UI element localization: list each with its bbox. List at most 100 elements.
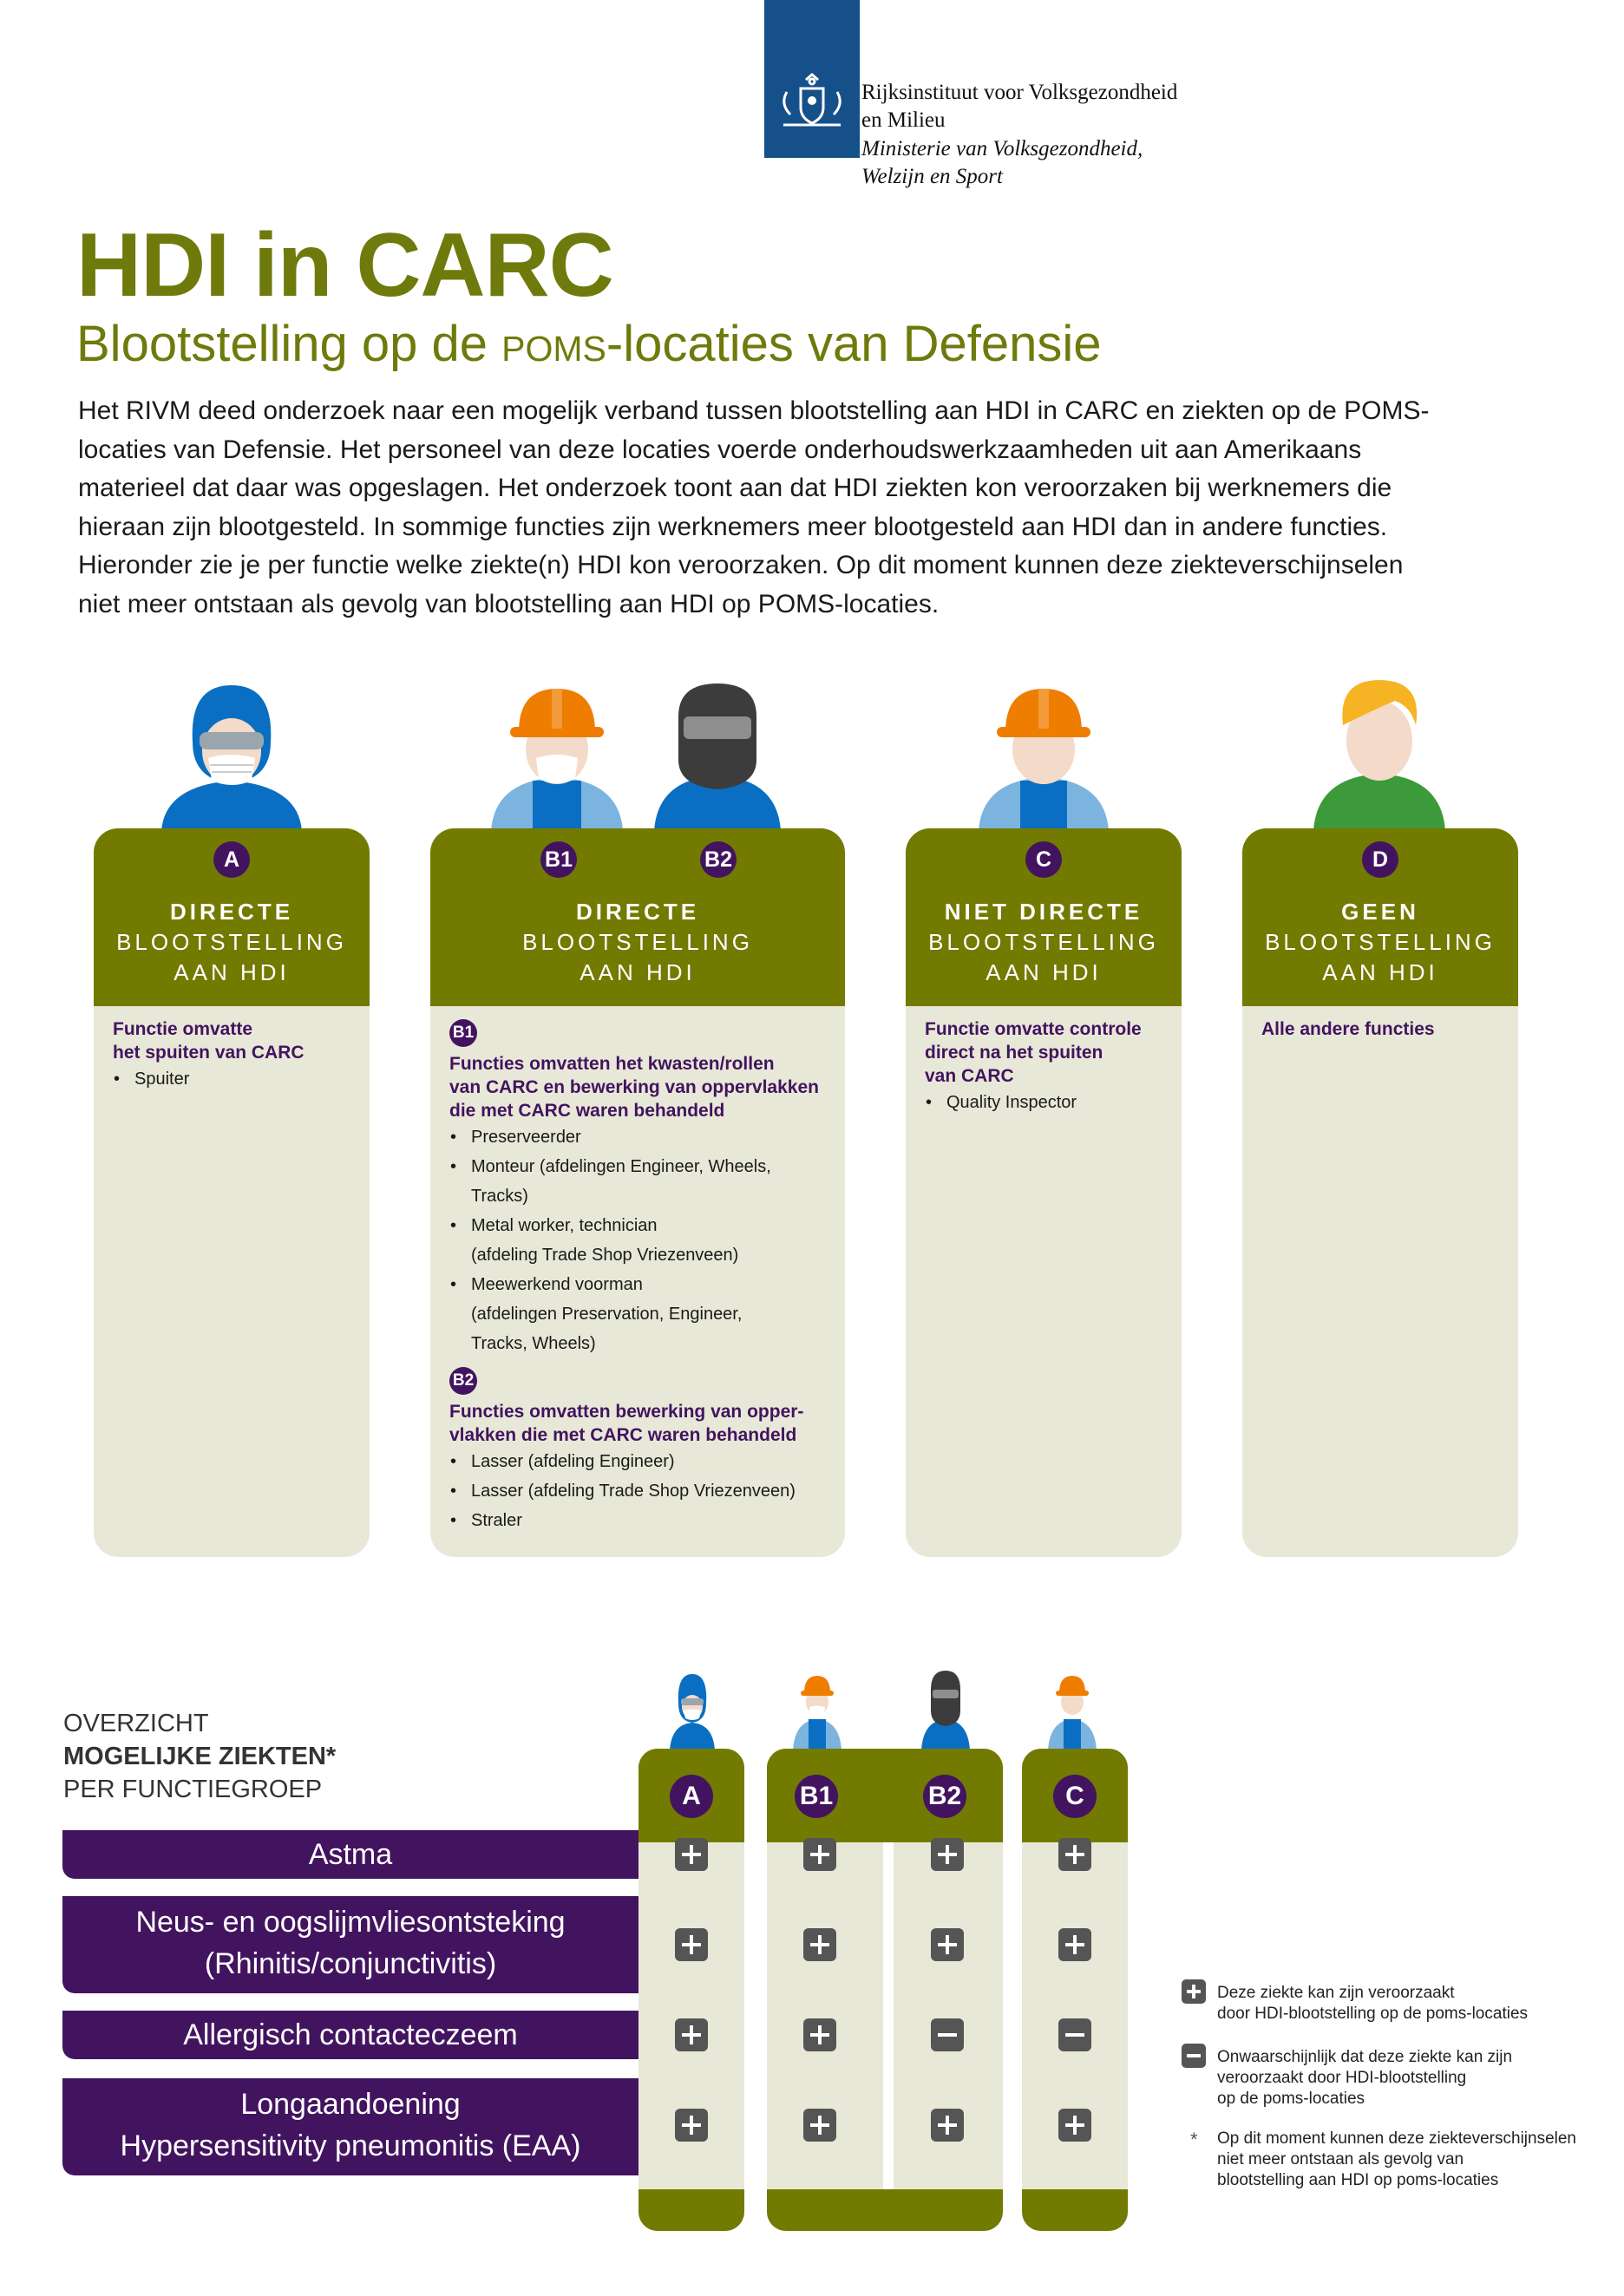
legend-minus-icon bbox=[1182, 2044, 1206, 2068]
card-group-c: C NIET DIRECTE BLOOTSTELLING AAN HDI Fun… bbox=[906, 828, 1182, 1557]
column-b-footer bbox=[767, 2189, 1003, 2231]
row-label-text: Astma bbox=[308, 1838, 393, 1871]
list-item-sub: (afdelingen Preservation, Engineer, bbox=[471, 1305, 743, 1324]
plus-icon bbox=[1058, 2109, 1091, 2142]
card-c-line1: NIET DIRECTE bbox=[944, 899, 1143, 925]
minus-icon bbox=[1058, 2018, 1091, 2051]
badge-d: D bbox=[1362, 841, 1398, 878]
plus-icon bbox=[931, 1928, 964, 1961]
column-badge-b2: B2 bbox=[923, 1775, 966, 1818]
card-c-body: Functie omvatte controle direct na het s… bbox=[925, 1017, 1166, 1117]
column-badge-a: A bbox=[670, 1775, 713, 1818]
list-item: Straler bbox=[449, 1506, 829, 1535]
plus-icon bbox=[675, 2109, 708, 2142]
overview-line1: OVERZICHT bbox=[63, 1710, 209, 1737]
column-badge-b1: B1 bbox=[795, 1775, 838, 1818]
page-subtitle: Blootstelling op de poms-locaties van De… bbox=[76, 314, 1102, 375]
plus-icon bbox=[803, 1838, 836, 1871]
plus-icon bbox=[1058, 1838, 1091, 1871]
column-b: B1 B2 bbox=[767, 1749, 1003, 2231]
card-c-desc3: van CARC bbox=[925, 1066, 1014, 1086]
list-item: Lasser (afdeling Engineer) bbox=[449, 1447, 829, 1476]
row-label-text: Hypersensitivity pneumonitis (EAA) bbox=[120, 2129, 581, 2162]
row-label-text: Longaandoening bbox=[240, 2088, 461, 2121]
legend-asterisk: * bbox=[1190, 2129, 1198, 2150]
legend-plus-icon bbox=[1182, 1979, 1206, 2004]
card-b-line2: BLOOTSTELLING bbox=[522, 929, 753, 955]
card-a-desc1: Functie omvatte bbox=[113, 1019, 253, 1039]
card-b-line3: AAN HDI bbox=[580, 959, 696, 985]
worker-inspector-icon bbox=[979, 689, 1109, 831]
card-group-b: B1 B2 DIRECTE BLOOTSTELLING AAN HDI B1 F… bbox=[430, 828, 845, 1557]
plus-icon bbox=[931, 2109, 964, 2142]
card-b-body: B1 Functies omvatten het kwasten/rollen … bbox=[449, 1019, 829, 1535]
plus-icon bbox=[931, 1838, 964, 1871]
row-label-astma: Astma bbox=[62, 1830, 638, 1879]
rijksoverheid-logo bbox=[764, 0, 860, 158]
worker-sprayer-icon bbox=[161, 685, 302, 831]
legend-minus-line1: Onwaarschijnlijk dat deze ziekte kan zij… bbox=[1217, 2048, 1513, 2066]
list-item: Metal worker, technician bbox=[449, 1211, 829, 1240]
worker-preserver-small-icon bbox=[793, 1676, 841, 1750]
column-badge-c: C bbox=[1053, 1775, 1097, 1818]
list-item-sub: Tracks, Wheels) bbox=[471, 1334, 596, 1353]
overview-line2: MOGELIJKE ZIEKTEN* bbox=[63, 1743, 337, 1770]
card-d-desc1: Alle andere functies bbox=[1261, 1019, 1435, 1039]
minus-icon bbox=[931, 2018, 964, 2051]
list-item: Meewerkend voorman bbox=[449, 1270, 829, 1299]
ministry-line1: Ministerie van Volksgezondheid, bbox=[861, 137, 1143, 160]
legend-plus-line2: door HDI-blootstelling op de poms-locati… bbox=[1217, 2005, 1529, 2023]
card-a-line2: BLOOTSTELLING bbox=[116, 929, 347, 955]
card-b1-desc2: van CARC en bewerking van oppervlakken bbox=[449, 1077, 819, 1097]
worker-other-icon bbox=[1313, 680, 1445, 831]
column-b-divider bbox=[883, 1842, 894, 2189]
plus-icon bbox=[803, 2109, 836, 2142]
plus-icon bbox=[803, 2018, 836, 2051]
list-item: Monteur (afdelingen Engineer, Wheels, Tr… bbox=[449, 1152, 829, 1211]
card-b-line1: DIRECTE bbox=[575, 899, 700, 925]
card-b-header: B1 B2 DIRECTE BLOOTSTELLING AAN HDI bbox=[430, 828, 845, 1006]
list-item: Quality Inspector bbox=[925, 1088, 1166, 1117]
row-label-eczeem: Allergisch contacteczeem bbox=[62, 2011, 638, 2059]
subtitle-post: -locaties van Defensie bbox=[606, 316, 1102, 372]
plus-icon bbox=[1058, 1928, 1091, 1961]
legend-plus-line1: Deze ziekte kan zijn veroorzaakt bbox=[1217, 1984, 1455, 2002]
card-b2-desc2: vlakken die met CARC waren behandeld bbox=[449, 1425, 797, 1445]
column-c-footer bbox=[1022, 2189, 1128, 2231]
intro-paragraph: Het RIVM deed onderzoek naar een mogelij… bbox=[78, 396, 1430, 618]
column-a-header: A bbox=[638, 1749, 744, 1842]
list-item: Preserveerder bbox=[449, 1122, 829, 1152]
card-a-header: A DIRECTE BLOOTSTELLING AAN HDI bbox=[94, 828, 370, 1006]
list-item-sub: (afdeling Trade Shop Vriezenveen) bbox=[471, 1246, 739, 1265]
legend-note-line1: Op dit moment kunnen deze ziekteverschij… bbox=[1217, 2129, 1577, 2148]
card-c-line2: BLOOTSTELLING bbox=[928, 929, 1159, 955]
row-label-text: Neus- en oogslijmvliesontsteking bbox=[135, 1906, 566, 1939]
card-b1-desc1: Functies omvatten het kwasten/rollen bbox=[449, 1054, 775, 1074]
row-label-rhinitis: Neus- en oogslijmvliesontsteking (Rhinit… bbox=[62, 1896, 638, 1993]
card-a-body: Functie omvatte het spuiten van CARC Spu… bbox=[113, 1017, 354, 1094]
card-a-desc2: het spuiten van CARC bbox=[113, 1043, 304, 1063]
badge-b1: B1 bbox=[540, 841, 577, 878]
card-d-line1: GEEN bbox=[1341, 899, 1419, 925]
coat-of-arms-icon bbox=[783, 73, 841, 127]
worker-welder-small-icon bbox=[921, 1671, 970, 1750]
card-c-line3: AAN HDI bbox=[986, 959, 1102, 985]
worker-sprayer-small-icon bbox=[670, 1674, 715, 1750]
list-item: Spuiter bbox=[113, 1064, 354, 1094]
column-c-header: C bbox=[1022, 1749, 1128, 1842]
worker-inspector-small-icon bbox=[1048, 1676, 1097, 1750]
plus-icon bbox=[675, 1928, 708, 1961]
sub-badge-b1: B1 bbox=[449, 1019, 477, 1047]
legend-minus-line3: op de poms-locaties bbox=[1217, 2090, 1365, 2108]
plus-icon bbox=[675, 1838, 708, 1871]
badge-a: A bbox=[213, 841, 250, 878]
row-label-text: (Rhinitis/conjunctivitis) bbox=[204, 1947, 497, 1980]
subtitle-poms: poms bbox=[501, 316, 606, 372]
legend-minus-line2: veroorzaakt door HDI-blootstelling bbox=[1217, 2069, 1467, 2087]
card-d-header: D GEEN BLOOTSTELLING AAN HDI bbox=[1242, 828, 1518, 1006]
card-d-body: Alle andere functies bbox=[1261, 1017, 1503, 1041]
card-c-header: C NIET DIRECTE BLOOTSTELLING AAN HDI bbox=[906, 828, 1182, 1006]
ministry-line2: Welzijn en Sport bbox=[861, 165, 1003, 188]
legend-note-line3: blootstelling aan HDI op poms-locaties bbox=[1217, 2171, 1499, 2189]
badge-b2: B2 bbox=[700, 841, 737, 878]
